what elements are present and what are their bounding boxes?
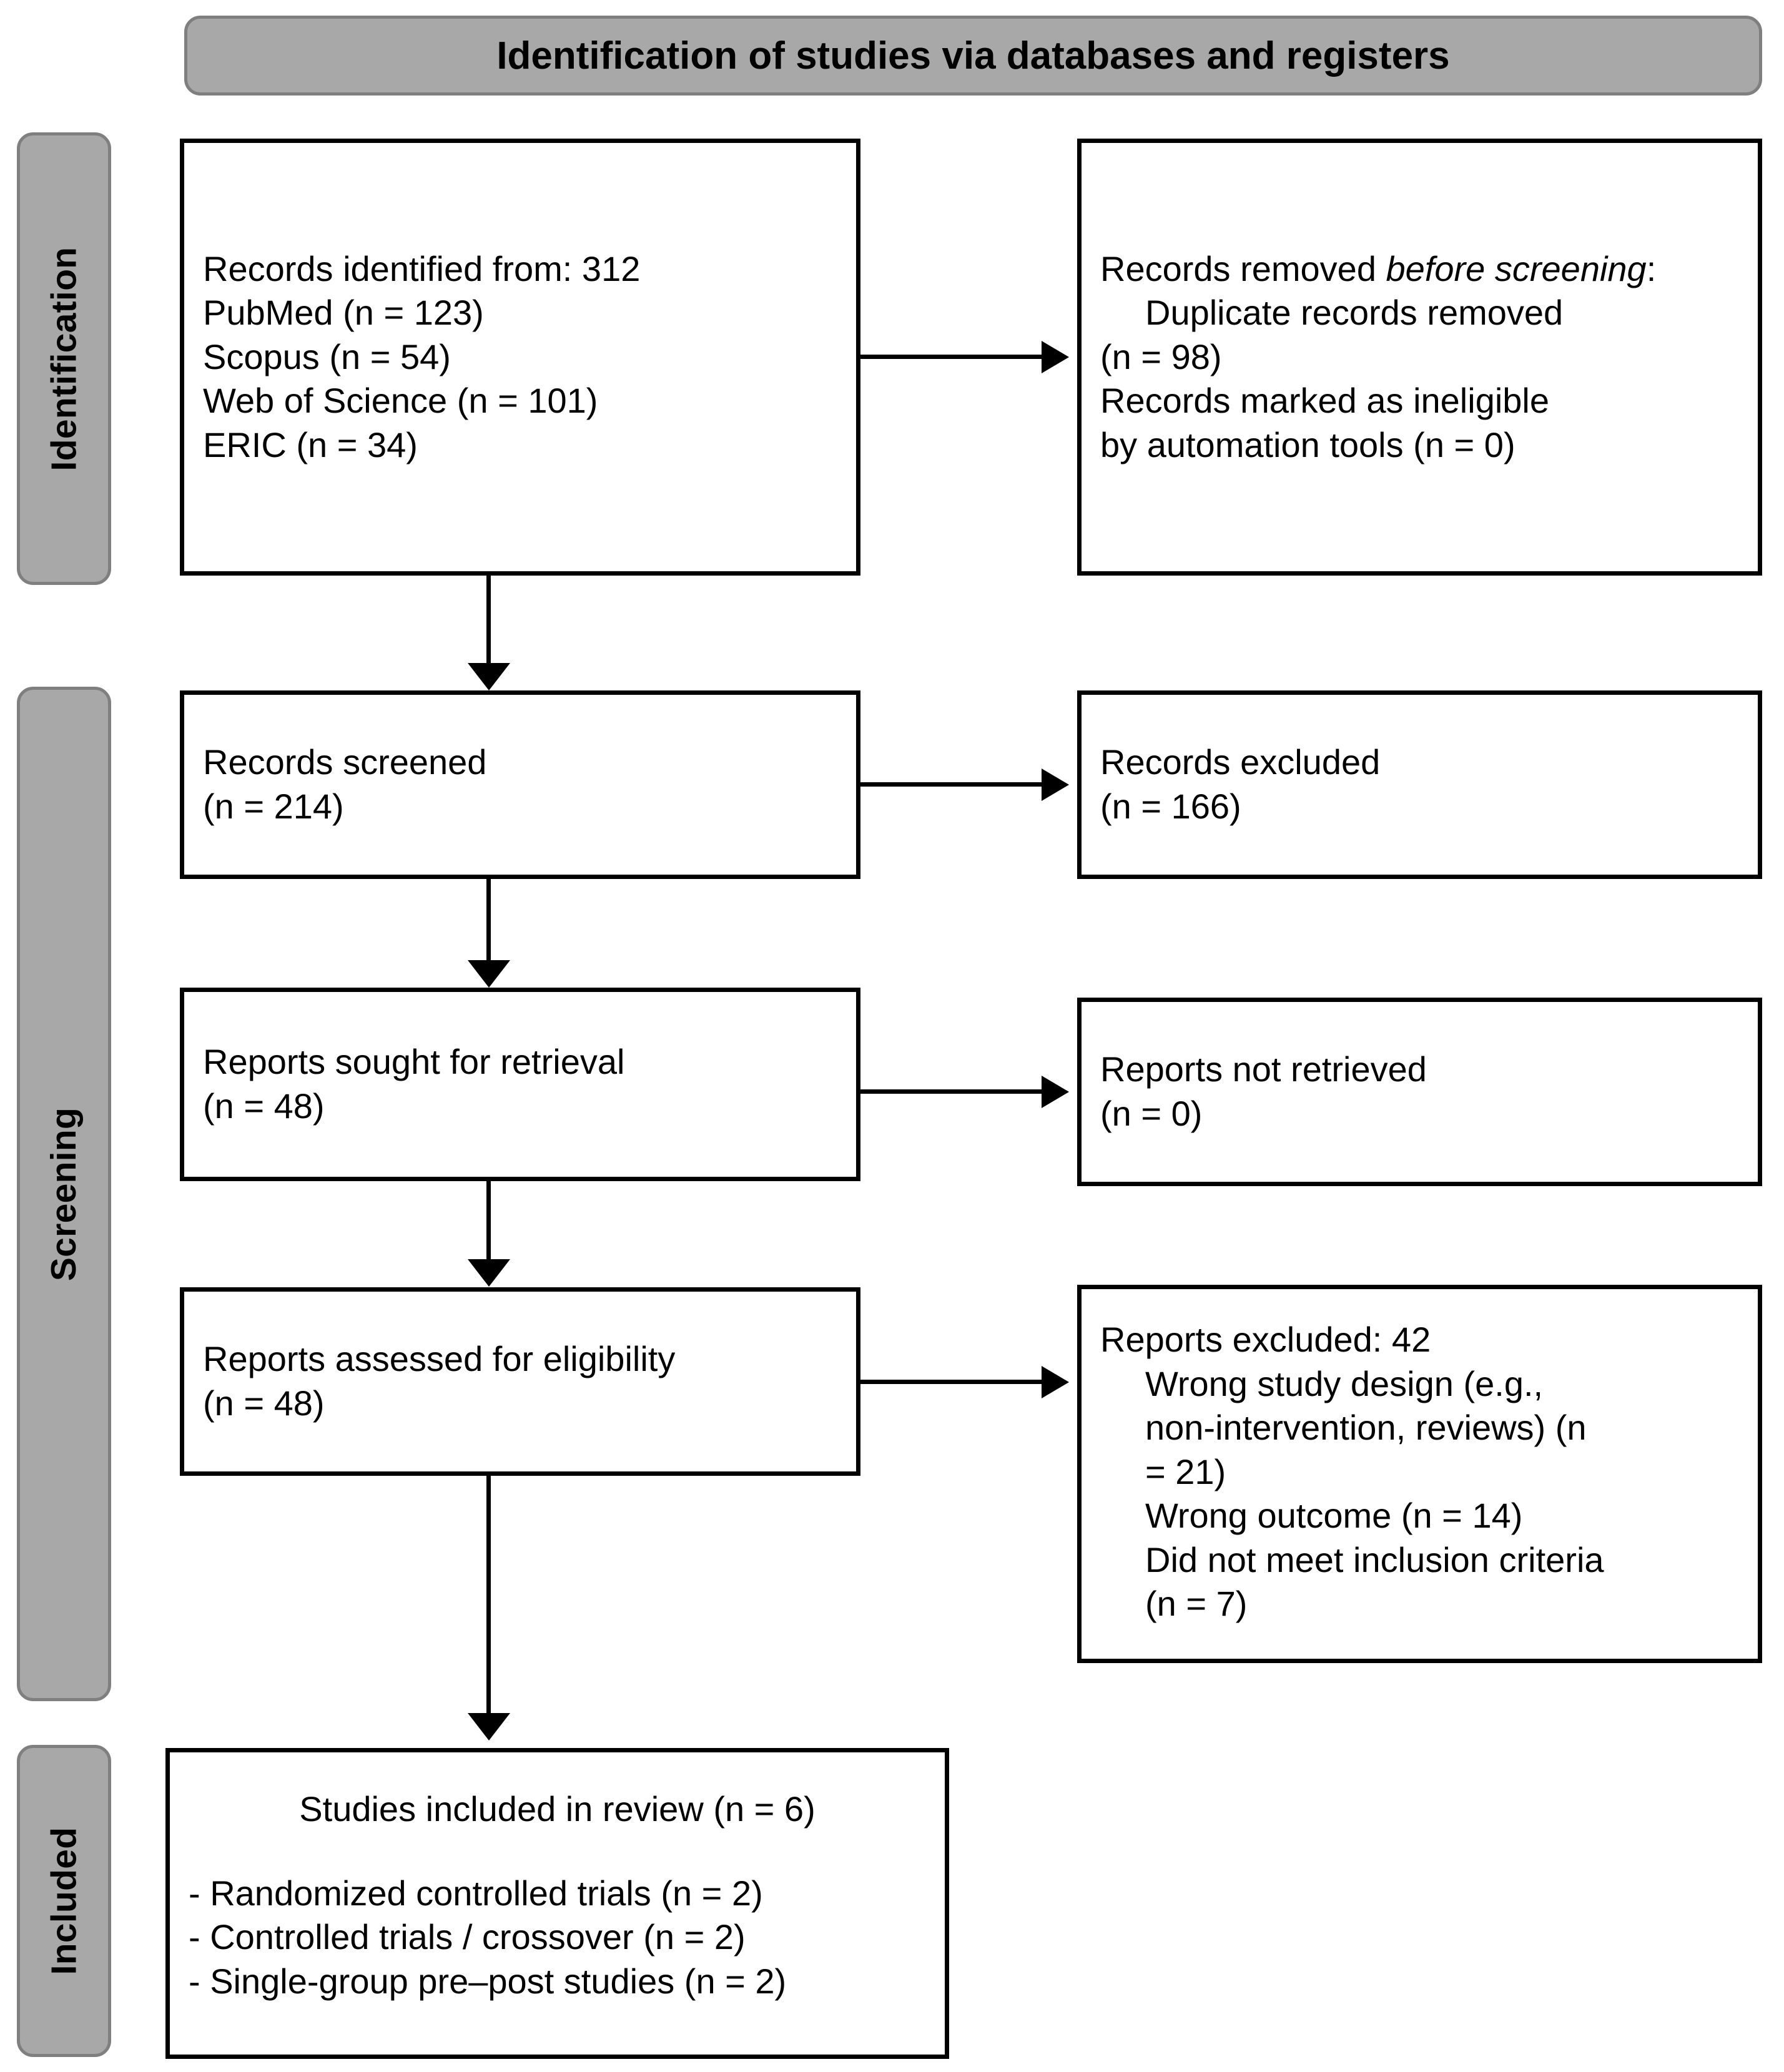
arrowhead-identified-to-screened: [468, 663, 510, 690]
records-screened-line-1: (n = 214): [203, 787, 344, 826]
reports-assessed-line-1: (n = 48): [203, 1383, 325, 1423]
banner-title: Identification of studies via databases …: [496, 34, 1450, 77]
phase-pill-screening: Screening: [17, 687, 111, 1701]
studies-included-spacer: [189, 1832, 926, 1872]
reports-sought-line-0: Reports sought for retrieval: [203, 1042, 625, 1082]
box-reports-assessed: Reports assessed for eligibility (n = 48…: [180, 1287, 860, 1476]
connector-assessed-to-included: [486, 1476, 491, 1719]
records-excluded-line-0: Records excluded: [1100, 742, 1381, 782]
arrowhead-identified-to-removed: [1042, 341, 1069, 373]
records-excluded-line-1: (n = 166): [1100, 787, 1241, 826]
records-screened-line-0: Records screened: [203, 742, 487, 782]
records-identified-line-3: Web of Science (n = 101): [203, 381, 598, 421]
arrowhead-sought-to-assessed: [468, 1259, 510, 1287]
arrowhead-screened-to-excluded: [1042, 768, 1069, 801]
phase-label-identification: Identification: [44, 247, 84, 471]
reports-excluded-item-3: Wrong outcome (n = 14): [1145, 1496, 1523, 1536]
records-removed-heading-italic-screening: screening: [1494, 248, 1647, 288]
records-identified-text: Records identified from: 312 PubMed (n =…: [184, 247, 856, 468]
phase-pill-identification: Identification: [17, 132, 111, 585]
studies-included-text: Studies included in review (n = 6) - Ran…: [170, 1787, 945, 2003]
box-records-identified: Records identified from: 312 PubMed (n =…: [180, 139, 860, 576]
studies-included-bullet-2: - Single-group pre–post studies (n = 2): [189, 1961, 787, 2001]
reports-excluded-item-5: (n = 7): [1145, 1584, 1248, 1624]
box-studies-included: Studies included in review (n = 6) - Ran…: [165, 1748, 949, 2059]
connector-screened-to-excluded: [860, 782, 1042, 787]
records-removed-heading: Records removed before screening:: [1100, 247, 1739, 292]
studies-included-heading: Studies included in review (n = 6): [299, 1789, 816, 1829]
reports-not-retrieved-line-0: Reports not retrieved: [1100, 1049, 1427, 1089]
records-removed-text: Records removed before screening: Duplic…: [1082, 247, 1758, 468]
connector-identified-to-screened: [486, 576, 491, 675]
studies-included-bullet-0: - Randomized controlled trials (n = 2): [189, 1873, 763, 1913]
records-excluded-text: Records excluded (n = 166): [1082, 740, 1758, 828]
records-removed-item-1: (n = 98): [1100, 336, 1222, 376]
records-removed-item-0: Duplicate records removed: [1145, 293, 1564, 333]
reports-assessed-text: Reports assessed for eligibility (n = 48…: [184, 1337, 856, 1425]
phase-pill-included: Included: [17, 1745, 111, 2057]
diagram-banner: Identification of studies via databases …: [184, 16, 1762, 96]
box-records-excluded: Records excluded (n = 166): [1077, 690, 1762, 879]
studies-included-bullet-1: - Controlled trials / crossover (n = 2): [189, 1917, 746, 1957]
box-records-removed: Records removed before screening: Duplic…: [1077, 139, 1762, 576]
records-removed-heading-colon: :: [1646, 248, 1657, 288]
records-screened-text: Records screened (n = 214): [184, 740, 856, 828]
reports-assessed-line-0: Reports assessed for eligibility: [203, 1339, 676, 1379]
box-records-screened: Records screened (n = 214): [180, 690, 860, 879]
arrowhead-assessed-to-excluded: [1042, 1366, 1069, 1398]
box-reports-sought: Reports sought for retrieval (n = 48): [180, 988, 860, 1181]
records-identified-line-4: ERIC (n = 34): [203, 425, 418, 464]
phase-label-included: Included: [44, 1827, 84, 1975]
records-identified-line-0: Records identified from: 312: [203, 248, 641, 288]
records-identified-line-1: PubMed (n = 123): [203, 293, 484, 333]
connector-identified-to-removed: [860, 355, 1042, 359]
reports-sought-line-1: (n = 48): [203, 1086, 325, 1126]
records-removed-heading-italic-before: before: [1386, 248, 1486, 288]
reports-sought-text: Reports sought for retrieval (n = 48): [184, 1040, 856, 1128]
arrowhead-assessed-to-included: [468, 1713, 510, 1741]
box-reports-not-retrieved: Reports not retrieved (n = 0): [1077, 998, 1762, 1186]
records-removed-heading-lead: Records removed: [1100, 248, 1386, 288]
reports-excluded-item-0: Wrong study design (e.g.,: [1145, 1363, 1544, 1403]
records-identified-line-2: Scopus (n = 54): [203, 336, 451, 376]
records-removed-item-3: by automation tools (n = 0): [1100, 425, 1515, 464]
reports-excluded-item-4: Did not meet inclusion criteria: [1145, 1539, 1604, 1579]
reports-excluded-item-2: = 21): [1145, 1451, 1226, 1491]
reports-excluded-heading: Reports excluded: 42: [1100, 1320, 1431, 1359]
phase-label-screening: Screening: [44, 1107, 84, 1281]
connector-assessed-to-excluded: [860, 1380, 1042, 1384]
arrowhead-sought-to-not-retrieved: [1042, 1076, 1069, 1108]
reports-not-retrieved-line-1: (n = 0): [1100, 1094, 1203, 1133]
connector-screened-to-sought: [486, 879, 491, 973]
connector-sought-to-assessed: [486, 1181, 491, 1272]
connector-sought-to-not-retrieved: [860, 1089, 1042, 1094]
reports-not-retrieved-text: Reports not retrieved (n = 0): [1082, 1048, 1758, 1136]
reports-excluded-text: Reports excluded: 42 Wrong study design …: [1082, 1318, 1758, 1626]
records-removed-item-2: Records marked as ineligible: [1100, 381, 1550, 421]
box-reports-excluded: Reports excluded: 42 Wrong study design …: [1077, 1285, 1762, 1663]
reports-excluded-item-1: non-intervention, reviews) (n: [1145, 1408, 1587, 1448]
arrowhead-screened-to-sought: [468, 960, 510, 988]
